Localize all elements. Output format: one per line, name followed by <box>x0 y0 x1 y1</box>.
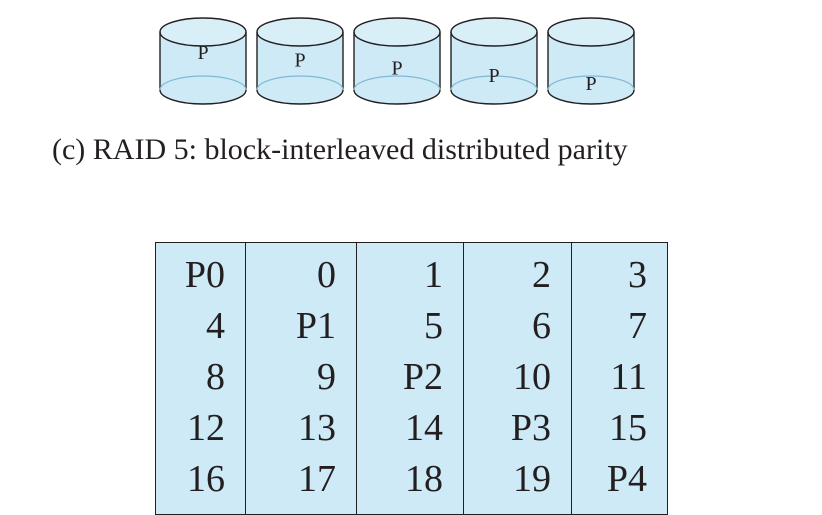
parity-label: P <box>294 50 305 72</box>
data-block: 6 <box>532 305 551 347</box>
parity-block: P2 <box>402 356 443 398</box>
disk-2: P <box>353 17 441 105</box>
data-block: 16 <box>187 458 225 500</box>
data-block: 12 <box>187 407 225 449</box>
parity-label: P <box>197 42 208 64</box>
data-block: 9 <box>317 356 336 398</box>
raid5-disk-array: P P P P P <box>159 17 635 105</box>
data-block: 11 <box>610 356 647 398</box>
data-block: 2 <box>532 254 551 296</box>
data-block: 1 <box>424 254 443 296</box>
disk-0: P <box>159 17 247 105</box>
data-block: 15 <box>609 407 647 449</box>
parity-label: P <box>488 65 499 87</box>
parity-label: P <box>585 73 596 95</box>
parity-block: P1 <box>295 305 336 347</box>
parity-label: P <box>391 57 402 79</box>
disk-3: P <box>450 17 538 105</box>
data-block: 7 <box>628 305 647 347</box>
data-block: 8 <box>206 356 225 398</box>
data-block: 14 <box>405 407 443 449</box>
data-block: 0 <box>317 254 336 296</box>
parity-block: P4 <box>606 458 647 500</box>
data-block: 17 <box>298 458 336 500</box>
data-block: 5 <box>424 305 443 347</box>
data-block: 4 <box>206 305 225 347</box>
disk-1: P <box>256 17 344 105</box>
parity-block: P3 <box>510 407 551 449</box>
parity-block: P0 <box>184 254 225 296</box>
disk-column-0: P0 4 8 12 16 <box>156 243 245 514</box>
data-block: 3 <box>628 254 647 296</box>
data-block: 19 <box>513 458 551 500</box>
figure-caption: (c) RAID 5: block-interleaved distribute… <box>52 133 628 166</box>
data-block: 18 <box>405 458 443 500</box>
disk-4: P <box>547 17 635 105</box>
data-block: 10 <box>513 356 551 398</box>
data-block: 13 <box>298 407 336 449</box>
